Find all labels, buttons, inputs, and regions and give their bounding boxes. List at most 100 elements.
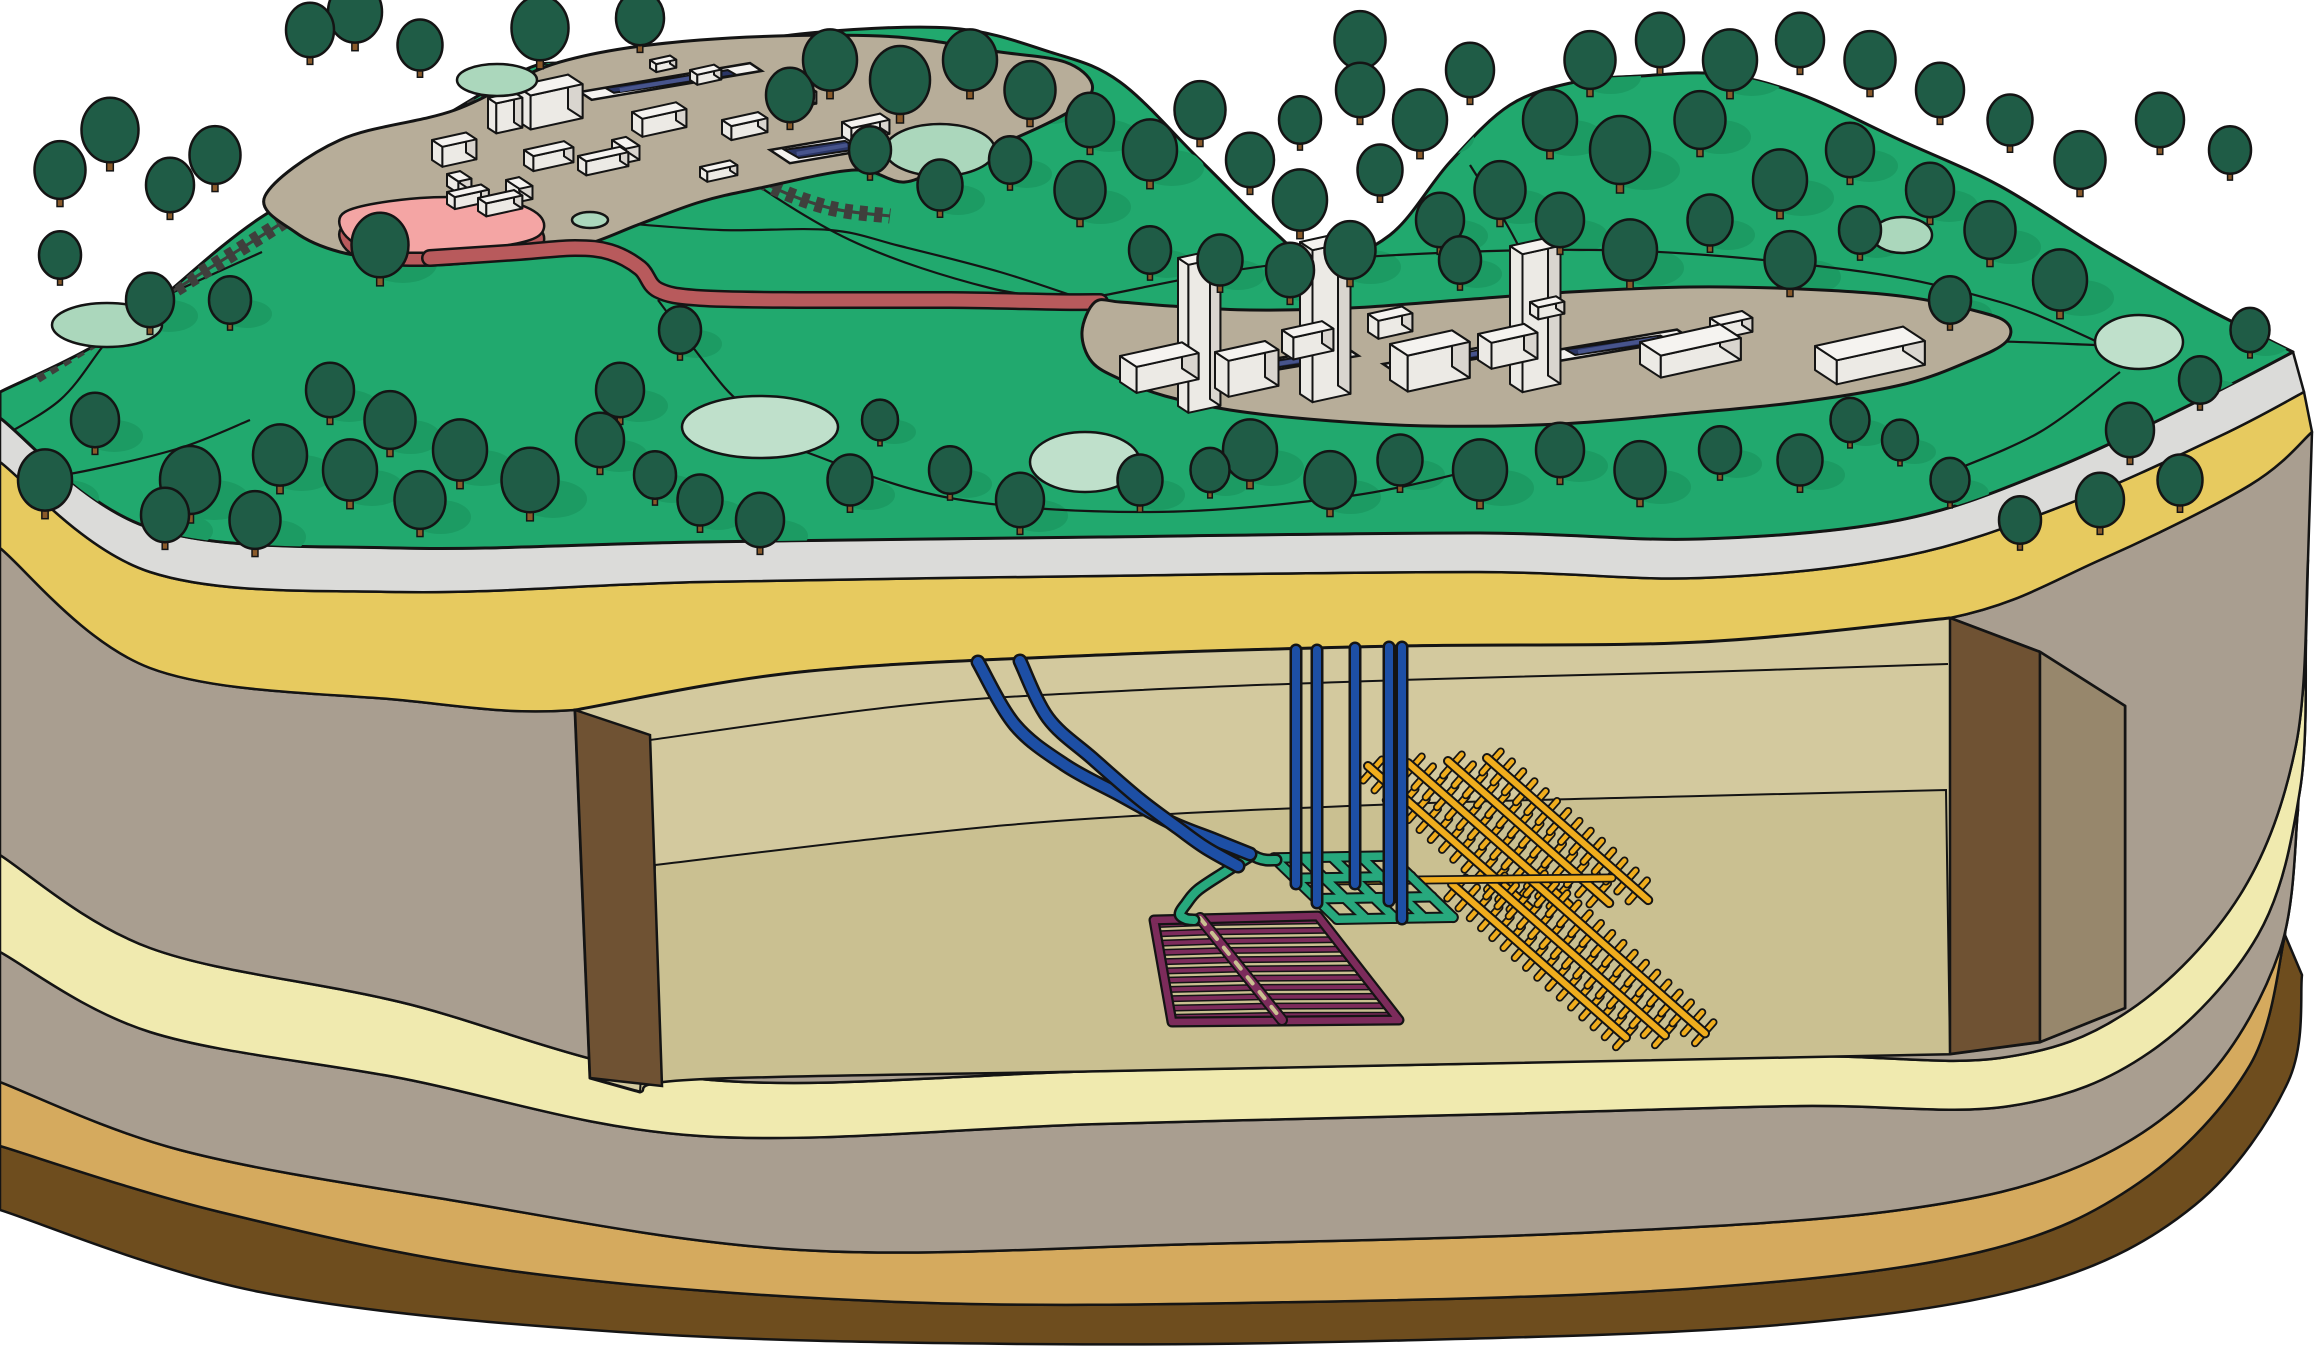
tree-crown: [393, 469, 447, 531]
tree-crown: [69, 391, 121, 449]
tree: [2207, 124, 2253, 181]
tree: [1221, 418, 1279, 490]
right-site-building-11-roof: [1214, 340, 1280, 362]
tree: [868, 44, 932, 124]
tree: [632, 449, 678, 506]
tree: [657, 304, 703, 361]
tunnel-rail: [1528, 877, 1708, 1037]
tree: [1588, 114, 1652, 194]
purple-rung: [1239, 966, 1361, 971]
tree: [1127, 224, 1173, 281]
tree-crown: [500, 446, 560, 514]
tree-crown: [363, 389, 417, 451]
tree: [2074, 471, 2126, 536]
red-road: [423, 241, 1107, 309]
tree-crown: [1451, 438, 1509, 502]
tree-crown: [868, 44, 932, 116]
tree-crown: [228, 489, 282, 551]
tree: [1613, 439, 1667, 508]
purple-tunnel-grid: [1148, 910, 1405, 1028]
tree-crown: [1904, 161, 1956, 219]
tree: [1064, 91, 1116, 156]
tree-crown: [916, 158, 964, 212]
tree-crown: [860, 398, 900, 442]
tree-crown: [207, 274, 253, 326]
tree: [1224, 131, 1276, 196]
purple-rung: [1231, 956, 1354, 962]
forest-trees: [16, 0, 2271, 558]
left-site-building-6-roof: [721, 111, 769, 128]
tree-crown: [2156, 453, 2204, 507]
tree-crown: [1927, 274, 1973, 326]
tree-crown: [594, 361, 646, 419]
tree: [927, 444, 973, 501]
tree: [614, 0, 666, 54]
tree-crown: [16, 448, 74, 512]
tree: [847, 124, 893, 181]
tree-crown: [326, 0, 384, 44]
tree: [2104, 401, 2156, 466]
tree: [1697, 424, 1743, 481]
purple-rung: [1246, 975, 1368, 981]
tree-crown: [2074, 471, 2126, 529]
tree: [2053, 129, 2107, 198]
tree: [2229, 306, 2271, 359]
tree-crown: [139, 486, 191, 544]
purple-rung: [1216, 937, 1339, 944]
tree: [1774, 11, 1826, 76]
right-site-building-9-roof: [1389, 329, 1471, 357]
purple-rung: [1154, 929, 1214, 936]
tree: [1763, 229, 1817, 298]
tree: [860, 398, 900, 447]
tree-crown: [1271, 168, 1329, 232]
tunnel-rail: [1488, 879, 1668, 1039]
tree: [574, 411, 626, 476]
cut-right-bevel: [2038, 649, 2127, 1044]
purple-rung: [1164, 985, 1258, 992]
tree-crown: [1929, 456, 1971, 504]
tree: [284, 1, 336, 66]
tree-crown: [764, 66, 816, 124]
tree-crown: [657, 304, 703, 356]
teal-connector-pipe-1: [1176, 852, 1254, 924]
tree: [1563, 29, 1617, 98]
tree: [1189, 446, 1231, 499]
purple-spine-slots: [1198, 916, 1284, 1022]
tree: [139, 486, 191, 551]
tree-crown: [80, 96, 140, 164]
tree-crown: [1880, 418, 1920, 462]
tree-crown: [1277, 94, 1323, 146]
tree: [37, 229, 83, 286]
tree-crown: [1701, 28, 1759, 92]
tree: [251, 423, 309, 495]
tree: [2177, 354, 2223, 411]
tree: [1196, 233, 1244, 293]
tree: [1277, 94, 1323, 151]
tree: [826, 453, 874, 513]
tree: [1673, 89, 1727, 158]
tree-crown: [1997, 494, 2043, 546]
tree: [1986, 93, 2034, 153]
purple-rung: [1162, 976, 1251, 983]
tree: [1837, 204, 1883, 261]
tree: [500, 446, 560, 522]
tree-crown: [1003, 59, 1057, 121]
tree: [1473, 159, 1527, 228]
tree: [124, 271, 176, 336]
purple-rung: [1165, 994, 1266, 1001]
tree: [1437, 234, 1483, 291]
tree: [1003, 59, 1057, 128]
left-site-building-11-roof: [577, 145, 630, 163]
tree: [1904, 161, 1956, 226]
purple-rung: [1167, 1004, 1273, 1011]
tree-crown: [1437, 234, 1483, 286]
tree-crown: [284, 1, 336, 59]
tree-crown: [1303, 449, 1357, 511]
tree: [987, 134, 1033, 191]
tree-crown: [1829, 396, 1871, 444]
tree: [1914, 61, 1966, 126]
tree-crown: [1914, 61, 1966, 119]
footpath-trail-7: [609, 220, 1086, 302]
tree-crown: [1173, 79, 1227, 141]
